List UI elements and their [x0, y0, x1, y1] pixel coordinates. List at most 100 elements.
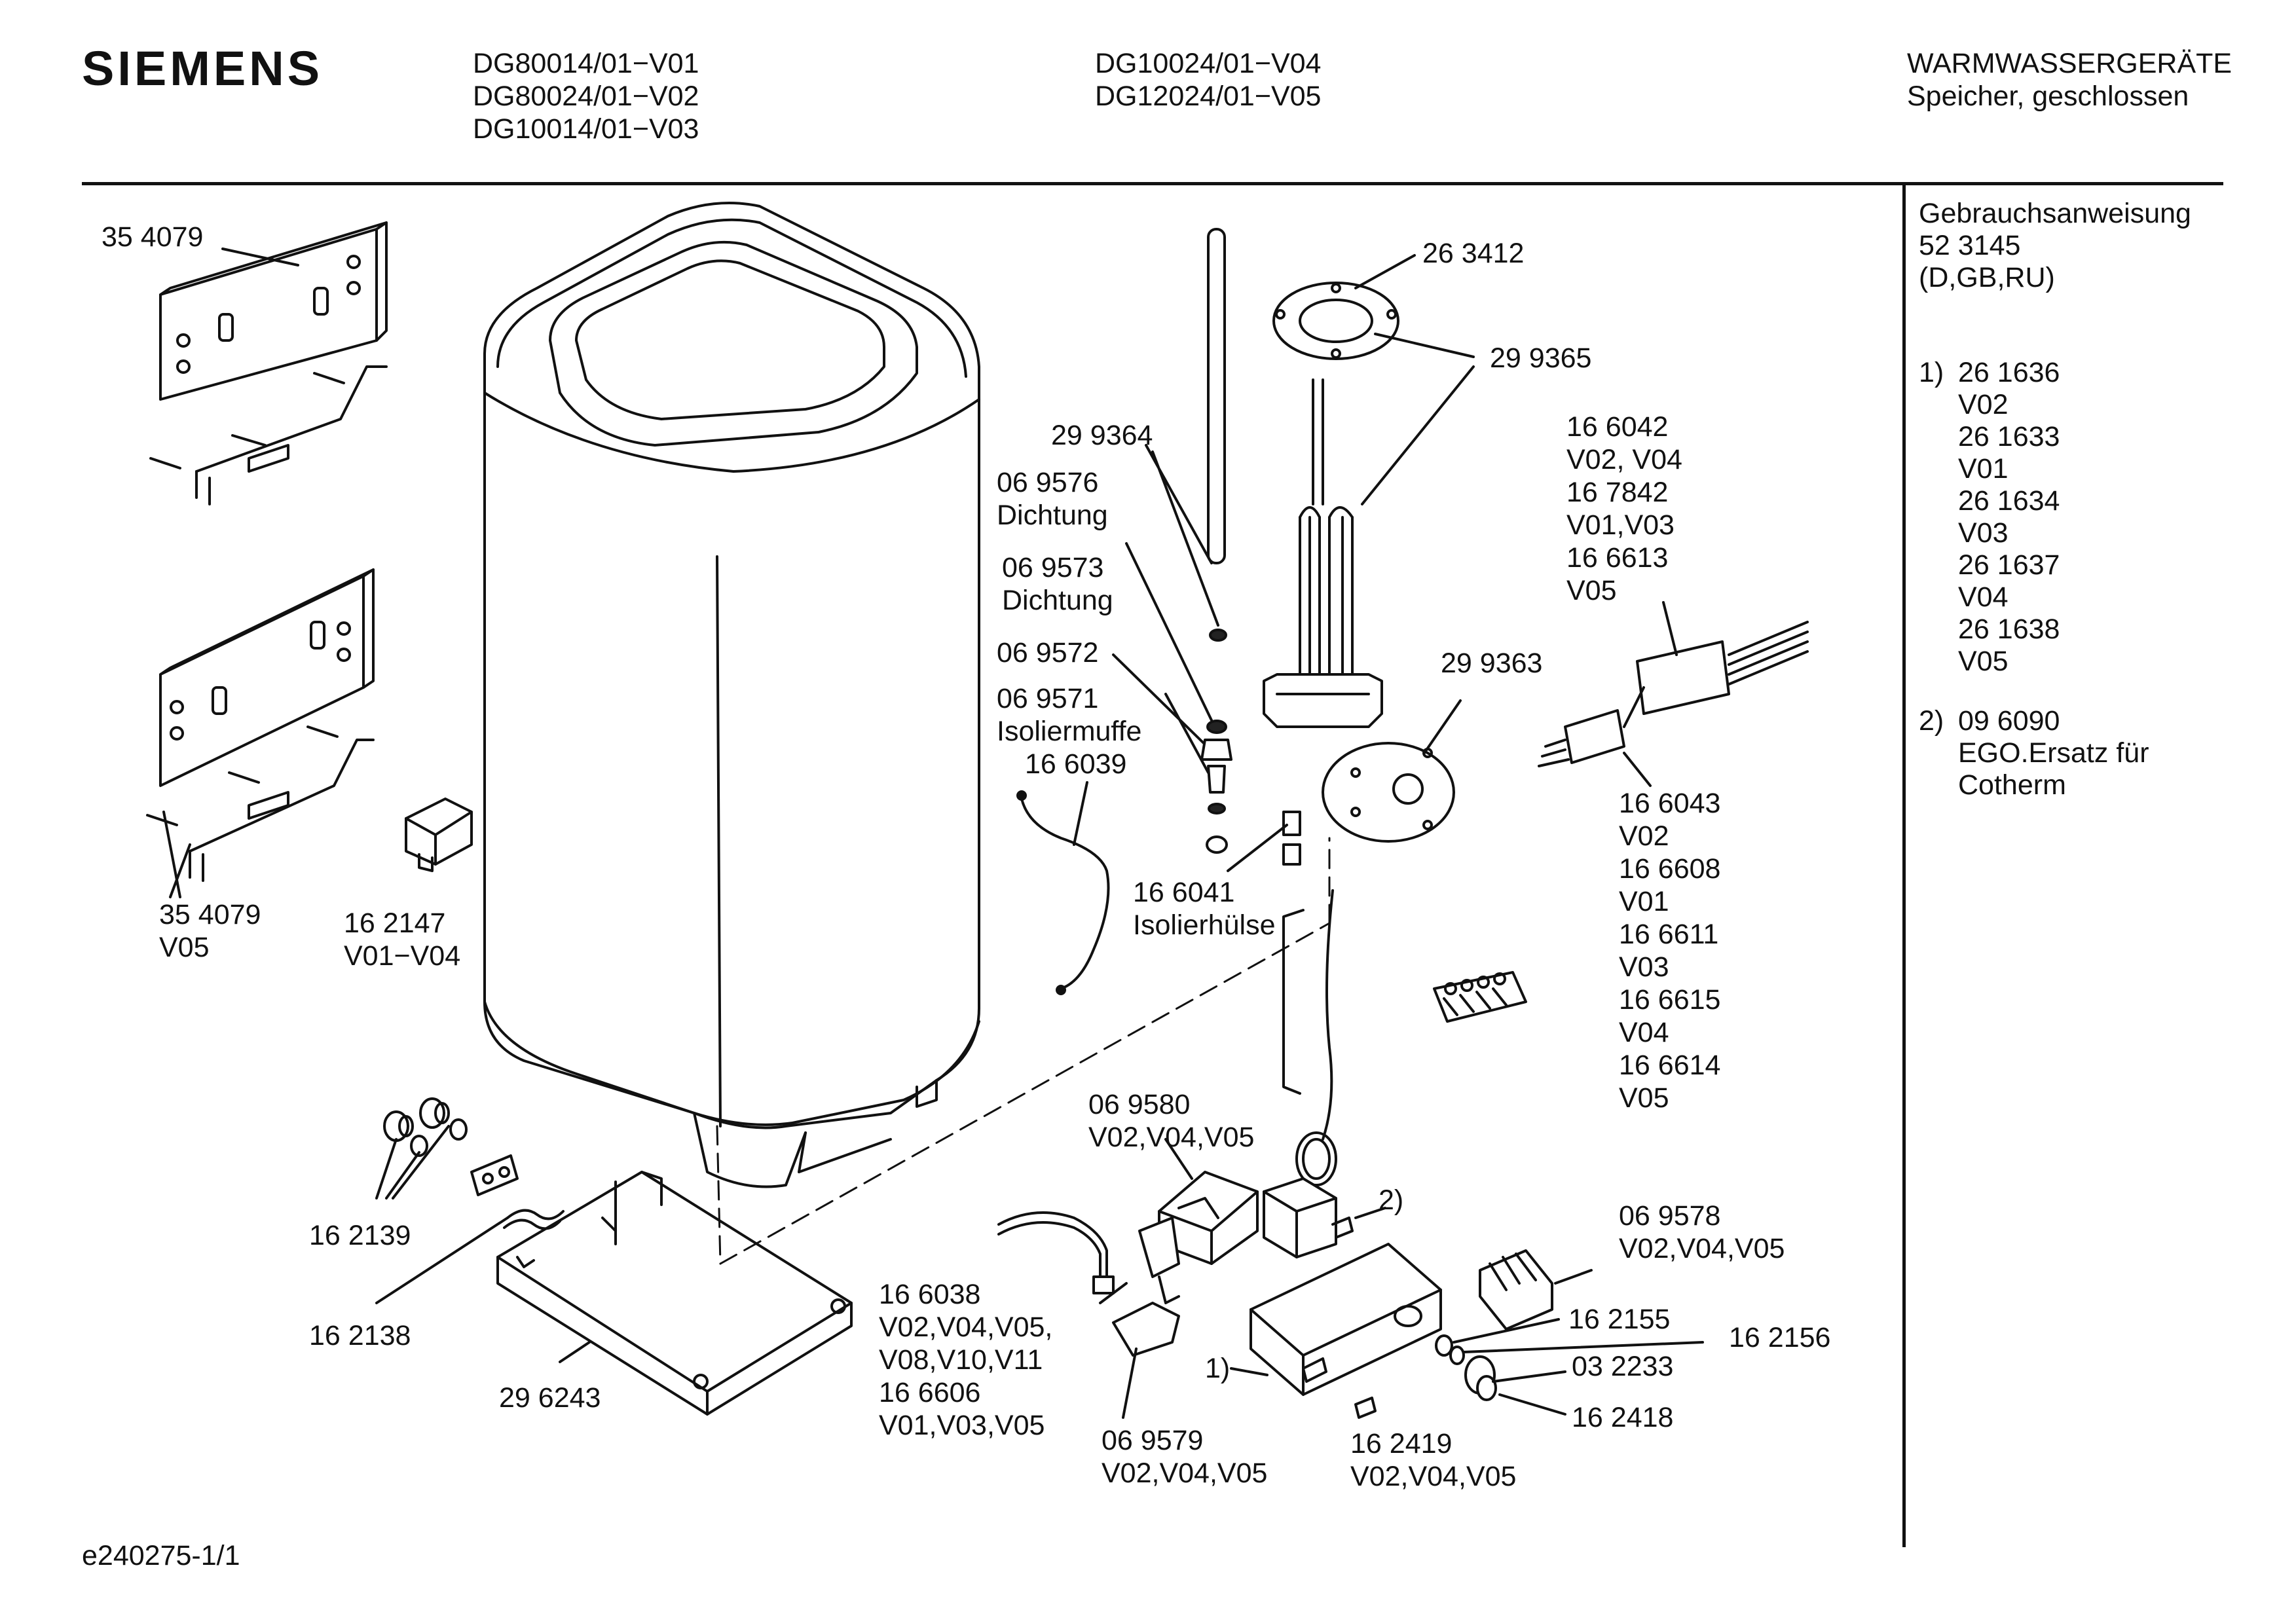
assembly-dash-lines — [716, 837, 1331, 1265]
part-number: 16 6611 — [1619, 919, 1719, 950]
model-number: DG80024/01−V02 — [473, 81, 699, 112]
part-number: 16 2147 — [344, 907, 446, 939]
part-label-seal-2: 06 9573 Dichtung — [1002, 551, 1113, 617]
part-label-knobs: 16 2139 — [309, 1220, 411, 1251]
variant-code: V03 — [1619, 951, 1669, 983]
model-number: DG10014/01−V03 — [473, 113, 699, 145]
drawing-id: e240275-1/1 — [82, 1540, 240, 1571]
note-line: V05 — [1958, 646, 2009, 677]
leader-line — [1623, 601, 1678, 787]
variant-code: V01,V03 — [1566, 509, 1675, 541]
note-marker: 2) — [1919, 705, 1944, 737]
brand-logo: SIEMENS — [82, 41, 324, 96]
gasket-flange — [1272, 282, 1399, 360]
leader-line — [1112, 542, 1213, 774]
part-description: Dichtung — [997, 500, 1108, 531]
variant-code: V02,V04,V05 — [1350, 1461, 1517, 1492]
category-subtitle: Speicher, geschlossen — [1907, 81, 2189, 112]
leader-line — [1354, 254, 1475, 358]
variant-code: V08,V10,V11 — [879, 1344, 1043, 1376]
leader-line — [1073, 781, 1088, 846]
variant-code: V01−V04 — [344, 940, 461, 972]
note-line: 26 1637 — [1958, 549, 2060, 581]
heating-element — [1263, 378, 1383, 728]
part-label-ring: 16 2155 — [1568, 1304, 1671, 1335]
part-label-switch: 06 9579 V02,V04,V05 — [1102, 1424, 1267, 1490]
switch — [1112, 1217, 1180, 1357]
note-line: 26 1634 — [1958, 485, 2060, 517]
leader-line — [1122, 1347, 1138, 1419]
thermostat-capillary — [1282, 889, 1337, 1186]
header-divider — [82, 182, 2223, 185]
part-label-switch-block: 06 9578 V02,V04,V05 — [1619, 1200, 1785, 1265]
part-description: Isoliermuffe — [997, 716, 1142, 747]
indicator-lamp — [1354, 1397, 1377, 1419]
part-label-sleeve: 06 9571 Isoliermuffe — [997, 682, 1141, 748]
part-label-nut: 06 9572 — [997, 637, 1099, 669]
part-label-gasket-element: 29 9365 — [1490, 342, 1592, 374]
leader-line — [162, 811, 191, 898]
part-description: Isolierhülse — [1133, 909, 1276, 941]
water-tank — [483, 202, 980, 1188]
part-label-panel-marker: 1) — [1205, 1353, 1231, 1384]
part-label-seal-1: 06 9576 Dichtung — [997, 466, 1108, 532]
part-label-plate: 29 9363 — [1441, 648, 1543, 679]
thermostat — [1263, 1177, 1354, 1258]
base-cover — [496, 1171, 853, 1416]
leader-line — [1227, 824, 1288, 872]
mounting-bracket-top — [149, 221, 388, 505]
note-line: 26 1636 — [1958, 357, 2060, 388]
part-label-clip: 16 2138 — [309, 1320, 411, 1351]
knob-set — [383, 1097, 519, 1196]
category-block: WARMWASSERGERÄTE Speicher, geschlossen — [1907, 47, 2232, 113]
mounting-plate — [1322, 742, 1455, 843]
part-label-knob: 16 2418 — [1572, 1402, 1674, 1433]
switch-block — [1479, 1249, 1553, 1330]
control-panel — [1250, 1243, 1442, 1396]
wire-set — [997, 1211, 1115, 1294]
variant-code: V05 — [1619, 1082, 1669, 1114]
category-title: WARMWASSERGERÄTE — [1907, 48, 2232, 79]
leader-line — [1453, 1318, 1704, 1416]
mounting-bracket-bottom — [146, 568, 375, 882]
variant-code: V02,V04,V05 — [1088, 1122, 1255, 1153]
part-number: 16 6042 — [1566, 411, 1669, 443]
variant-code: V01 — [1619, 886, 1669, 917]
wire-connector — [1538, 621, 1809, 767]
part-label-bracket-top: 35 4079 — [102, 221, 204, 253]
part-label-relay: 16 2147 V01−V04 — [344, 907, 460, 972]
part-number: 16 6613 — [1566, 542, 1669, 574]
part-label-bracket-bottom: 35 4079 V05 — [159, 898, 261, 964]
model-number: DG10024/01−V04 — [1095, 48, 1322, 79]
part-number: 06 9580 — [1088, 1089, 1191, 1120]
leader-line — [1554, 1269, 1593, 1285]
part-label-ring-2: 16 2156 — [1729, 1322, 1831, 1353]
variant-code: V05 — [1566, 575, 1617, 606]
part-label-connector-variants: 16 6043 V02 16 6608 V01 16 6611 V03 16 6… — [1619, 787, 1720, 1114]
variant-code: V01,V03,V05 — [879, 1410, 1045, 1441]
leader-line — [1361, 365, 1475, 505]
leader-line — [221, 247, 299, 266]
note-1: 1)26 1636 V02 26 1633 V01 26 1634 V03 26… — [1919, 357, 2060, 678]
note-line: V03 — [1958, 517, 2009, 549]
part-number: 06 9579 — [1102, 1425, 1204, 1456]
knob-parts — [1435, 1334, 1497, 1401]
part-label-element-variants: 16 6042 V02, V04 16 7842 V01,V03 16 6613… — [1566, 411, 1682, 607]
clip — [503, 1209, 565, 1230]
leader-line — [1099, 1282, 1128, 1304]
model-list-1: DG80014/01−V01 DG80024/01−V02 DG10014/01… — [473, 47, 699, 145]
model-number: DG80014/01−V01 — [473, 48, 699, 79]
note-line: V04 — [1958, 581, 2009, 613]
note-2: 2)09 6090 EGO.Ersatz für Cotherm — [1919, 705, 2149, 801]
note-marker: 1) — [1919, 357, 1944, 388]
part-label-cable: 16 6039 — [1025, 748, 1127, 780]
note-line: 09 6090 — [1958, 705, 2060, 737]
note-line: 26 1633 — [1958, 421, 2060, 452]
model-list-2: DG10024/01−V04 DG12024/01−V05 — [1095, 47, 1321, 113]
part-number: 16 6608 — [1619, 853, 1721, 885]
leader-line — [1354, 1207, 1386, 1219]
relay — [405, 797, 473, 872]
leader-line — [1423, 699, 1462, 754]
part-number: 35 4079 — [159, 899, 261, 930]
